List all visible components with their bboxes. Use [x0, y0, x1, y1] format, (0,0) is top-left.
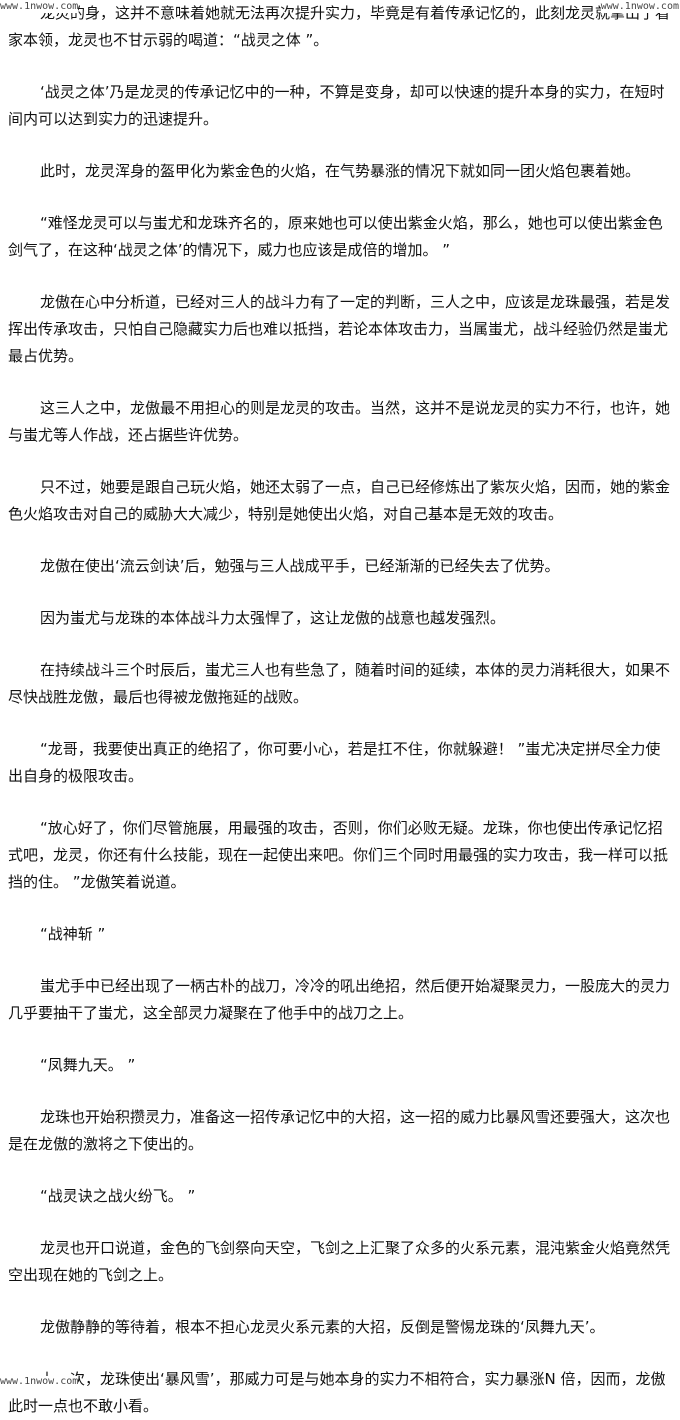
paragraph: 只不过，她要是跟自己玩火焰，她还太弱了一点，自己已经修炼出了紫灰火焰，因而，她的…	[8, 478, 671, 523]
paragraph: 龙傲静静的等待着，根本不担心龙灵火系元素的大招，反倒是警惕龙珠的‘凤舞九天’。	[40, 1318, 605, 1336]
watermark-top-right: www.1nwow.com	[600, 1, 679, 13]
paragraph: 上一次，龙珠使出‘暴风雪’，那威力可是与她本身的实力不相符合，实力暴涨N 倍，因…	[8, 1370, 666, 1415]
paragraph: 因为蚩尤与龙珠的本体战斗力太强悍了，这让龙傲的战意也越发强烈。	[40, 609, 506, 627]
paragraph: 此时，龙灵浑身的盔甲化为紫金色的火焰，在气势暴涨的情况下就如同一团火焰包裹着她。	[40, 162, 641, 180]
paragraph: 龙傲在使出‘流云剑诀’后，勉强与三人战成平手，已经渐渐的已经失去了优势。	[40, 557, 560, 575]
article-body: 龙灵的身，这并不意味着她就无法再次提升实力，毕竟是有着传承记忆的，此刻龙灵就拿出…	[8, 0, 674, 1420]
paragraph: 在持续战斗三个时辰后，蚩尤三人也有些急了，随着时间的延续，本体的灵力消耗很大，如…	[8, 661, 671, 706]
paragraph: “凤舞九天。 ”	[40, 1056, 136, 1074]
paragraph: “龙哥，我要使出真正的绝招了，你可要小心，若是扛不住，你就躲避！ ”蚩尤决定拼尽…	[8, 740, 661, 785]
paragraph: 龙珠也开始积攒灵力，准备这一招传承记忆中的大招，这一招的威力比暴风雪还要强大，这…	[8, 1108, 671, 1153]
watermark-bottom-left: www.1nwow.com	[0, 1376, 79, 1388]
paragraph: “放心好了，你们尽管施展，用最强的攻击，否则，你们必败无疑。龙珠，你也使出传承记…	[8, 819, 669, 891]
paragraph: “战神斩 ”	[40, 925, 106, 943]
paragraph: “战灵诀之战火纷飞。 ”	[40, 1187, 196, 1205]
paragraph: 龙灵的身，这并不意味着她就无法再次提升实力，毕竟是有着传承记忆的，此刻龙灵就拿出…	[8, 4, 671, 49]
paragraph: 蚩尤手中已经出现了一柄古朴的战刀，冷冷的吼出绝招，然后便开始凝聚灵力，一股庞大的…	[8, 977, 671, 1022]
paragraph: “难怪龙灵可以与蚩尤和龙珠齐名的，原来她也可以使出紫金火焰，那么，她也可以使出紫…	[8, 214, 663, 259]
paragraph: ‘战灵之体’乃是龙灵的传承记忆中的一种，不算是变身，却可以快速的提升本身的实力，…	[8, 83, 665, 128]
paragraph: 龙傲在心中分析道，已经对三人的战斗力有了一定的判断，三人之中，应该是龙珠最强，若…	[8, 293, 671, 365]
watermark-top-left: www.1nwow.com	[0, 1, 79, 13]
paragraph: 龙灵也开口说道，金色的飞剑祭向天空，飞剑之上汇聚了众多的火系元素，混沌紫金火焰竟…	[8, 1239, 671, 1284]
paragraph: 这三人之中，龙傲最不用担心的则是龙灵的攻击。当然，这并不是说龙灵的实力不行，也许…	[8, 399, 671, 444]
